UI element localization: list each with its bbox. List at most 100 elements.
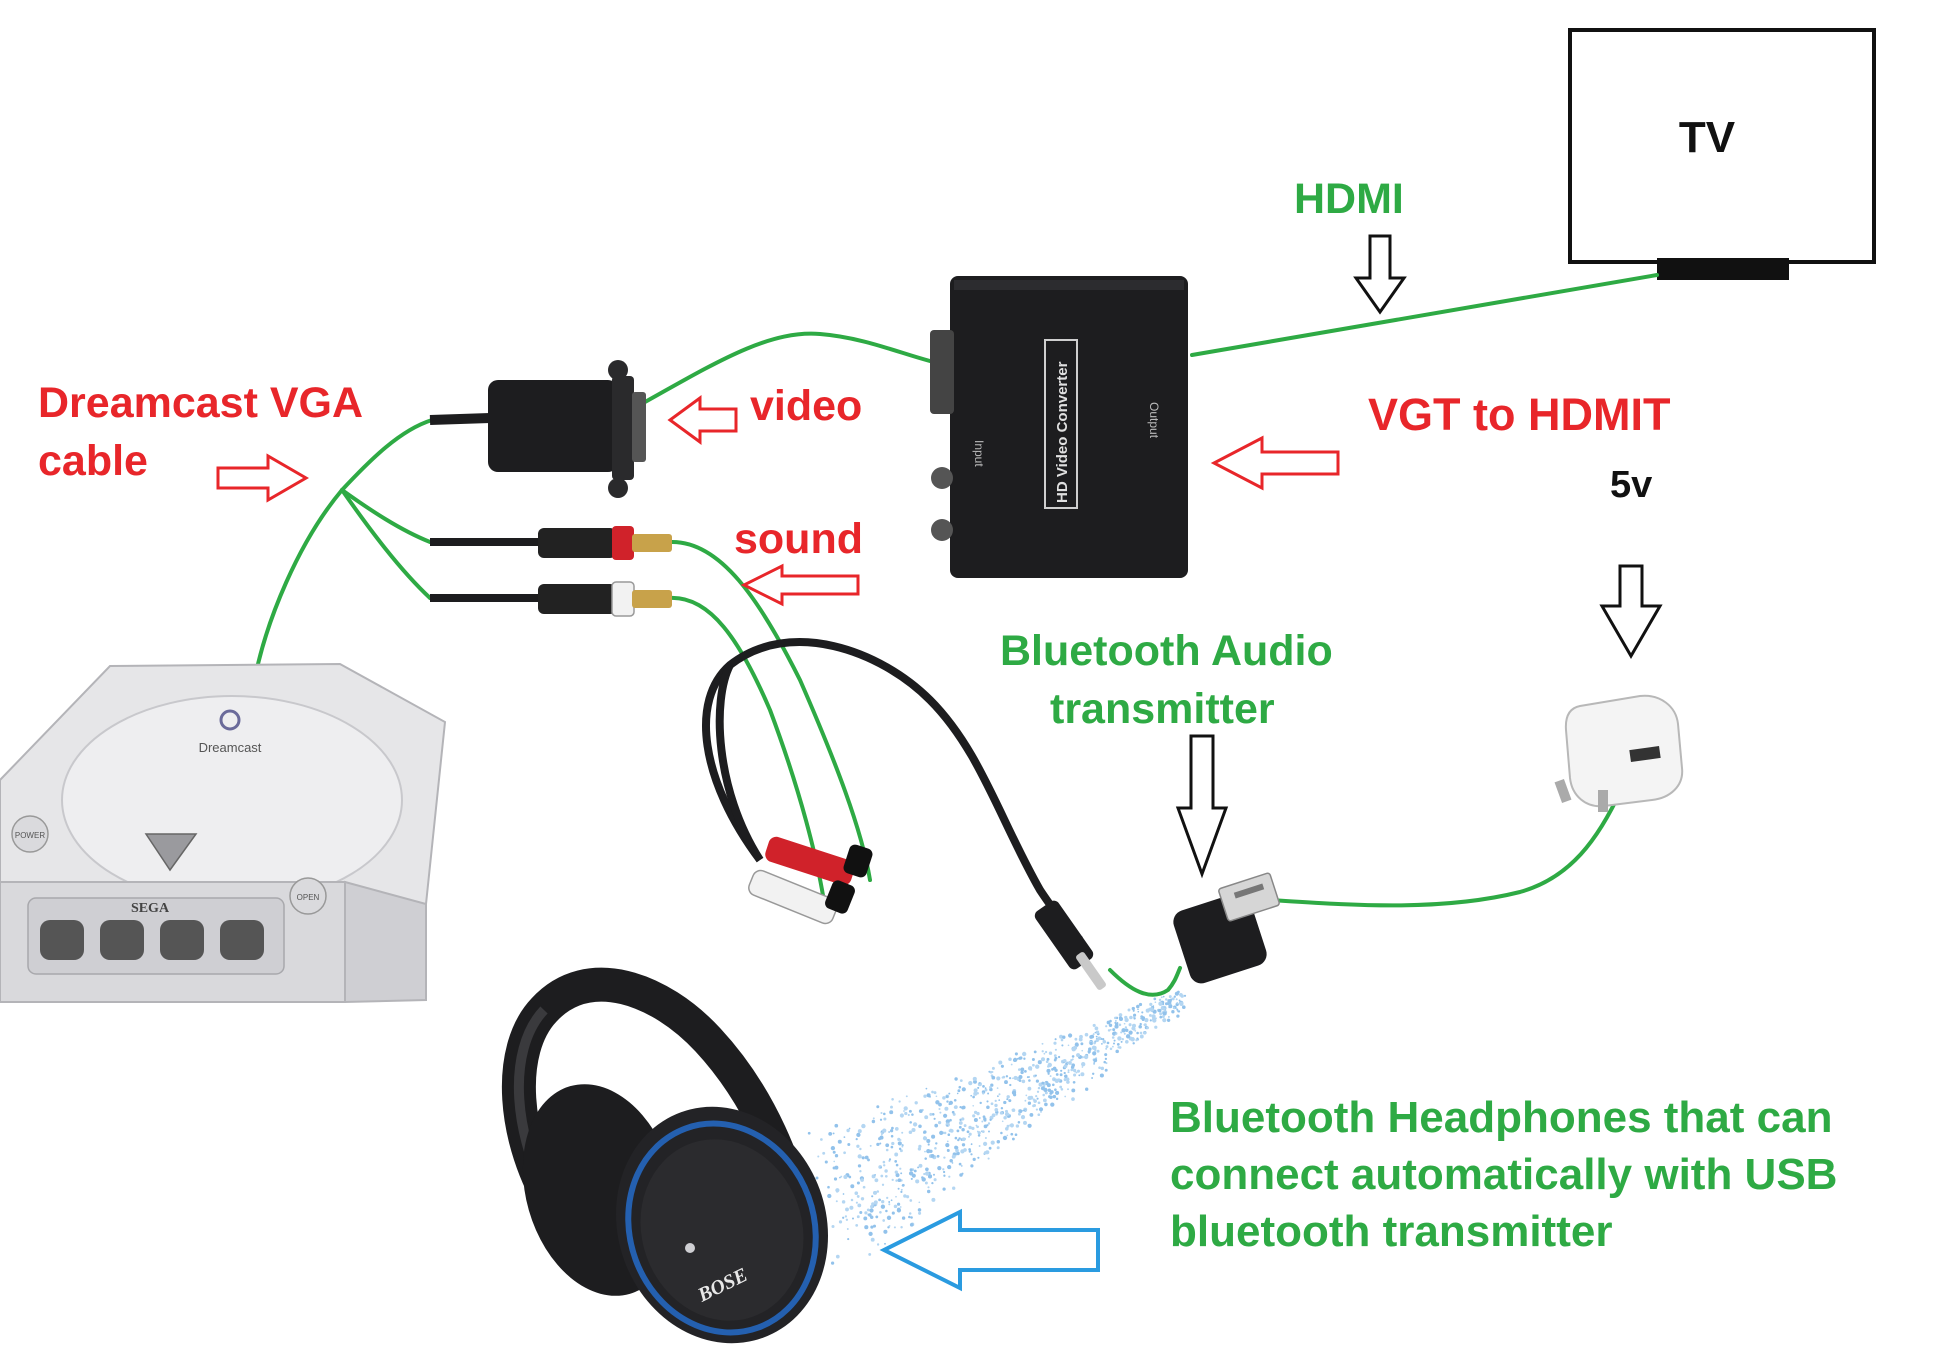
- signal-dot: [909, 1168, 913, 1172]
- splitter-red-socket: [765, 836, 855, 886]
- signal-dot: [947, 1165, 952, 1170]
- signal-dot: [929, 1174, 932, 1177]
- signal-dot: [890, 1199, 893, 1202]
- signal-dot: [1001, 1120, 1004, 1123]
- signal-dot: [1074, 1037, 1078, 1041]
- signal-dot: [855, 1201, 858, 1204]
- signal-dot: [894, 1170, 898, 1174]
- signal-dot: [987, 1092, 990, 1095]
- signal-dot: [893, 1226, 896, 1229]
- signal-dot: [946, 1100, 949, 1103]
- signal-dot: [926, 1189, 931, 1194]
- signal-dot: [1062, 1058, 1067, 1063]
- signal-dot: [883, 1229, 888, 1234]
- signal-dot: [1143, 1023, 1147, 1027]
- signal-dot: [1049, 1075, 1052, 1078]
- signal-dot: [930, 1153, 935, 1158]
- signal-dot: [1102, 1038, 1105, 1041]
- signal-dot: [1009, 1123, 1015, 1128]
- signal-dot: [1033, 1099, 1037, 1103]
- signal-dot: [994, 1099, 997, 1103]
- signal-dot: [1044, 1050, 1048, 1054]
- signal-dot: [1138, 1024, 1142, 1029]
- vga-thumbscrew-bottom: [608, 478, 628, 498]
- signal-dot: [1182, 1005, 1186, 1009]
- signal-dot: [1148, 1013, 1152, 1017]
- signal-dot: [910, 1216, 913, 1219]
- signal-dot: [872, 1224, 877, 1228]
- signal-dot: [830, 1145, 836, 1151]
- signal-dot: [1133, 1013, 1137, 1017]
- signal-dot: [901, 1131, 904, 1134]
- vga-cable-label-line2: cable: [38, 437, 148, 485]
- headphones-label-line2: connect automatically with USB: [1170, 1150, 1838, 1199]
- signal-dot: [895, 1173, 900, 1178]
- signal-dot: [931, 1181, 934, 1185]
- converter-input-text: Input: [972, 440, 986, 467]
- signal-dot: [918, 1163, 923, 1168]
- signal-dot: [917, 1166, 920, 1169]
- signal-dot: [1132, 1009, 1135, 1012]
- signal-dot: [1132, 1042, 1135, 1045]
- signal-dot: [929, 1112, 933, 1116]
- signal-dot: [990, 1102, 994, 1106]
- signal-dot: [948, 1092, 951, 1095]
- signal-dot: [931, 1112, 935, 1116]
- signal-dot: [883, 1112, 886, 1116]
- signal-dot: [926, 1138, 931, 1144]
- signal-dot: [1080, 1072, 1085, 1077]
- signal-dot: [972, 1104, 975, 1107]
- signal-dot: [973, 1091, 978, 1096]
- signal-dot: [1128, 1030, 1133, 1035]
- signal-dot: [1092, 1023, 1096, 1027]
- signal-dot: [917, 1208, 922, 1212]
- signal-dot: [994, 1108, 999, 1112]
- rca-white-branch-wire: [340, 488, 432, 600]
- signal-dot: [942, 1096, 946, 1100]
- signal-dot: [1046, 1083, 1051, 1088]
- signal-dot: [1011, 1108, 1016, 1112]
- signal-dot: [896, 1208, 902, 1213]
- signal-dot: [1141, 1011, 1144, 1014]
- signal-dot: [871, 1195, 874, 1198]
- signal-dot: [876, 1243, 880, 1246]
- converter-label-plate: [1044, 339, 1078, 509]
- signal-dot: [1175, 998, 1178, 1001]
- signal-dot: [984, 1087, 987, 1089]
- signal-dot: [864, 1225, 869, 1230]
- signal-dot: [1132, 1016, 1135, 1018]
- signal-dot: [1059, 1073, 1063, 1077]
- signal-dot: [978, 1145, 981, 1147]
- vga-plug-body: [488, 380, 618, 472]
- rca-cable-red: [430, 526, 672, 560]
- console-logo-text: Dreamcast: [199, 740, 262, 755]
- signal-dot: [1089, 1041, 1093, 1046]
- signal-dot: [931, 1090, 934, 1094]
- signal-dot: [972, 1095, 975, 1099]
- signal-dot: [1014, 1133, 1018, 1137]
- signal-dot: [1049, 1095, 1053, 1100]
- splitter-cable-branch: [715, 663, 764, 863]
- signal-dot: [861, 1156, 865, 1160]
- signal-dot: [1162, 1018, 1167, 1023]
- signal-dot: [1027, 1086, 1032, 1091]
- signal-dot: [822, 1151, 826, 1155]
- signal-dot: [956, 1129, 960, 1133]
- signal-dot: [913, 1169, 917, 1173]
- rca-red-band: [612, 526, 634, 560]
- signal-dot: [954, 1105, 958, 1109]
- power-label: 5v: [1610, 464, 1653, 506]
- rca-red-plug-body: [538, 528, 616, 558]
- signal-dot: [1118, 1023, 1122, 1027]
- dreamcast-console: Dreamcast SEGA POWER OPEN: [0, 662, 447, 1004]
- signal-dot: [848, 1127, 851, 1130]
- signal-dot: [1076, 1053, 1081, 1058]
- signal-dot: [1000, 1106, 1004, 1110]
- signal-dot: [890, 1134, 894, 1138]
- signal-dot: [1131, 1006, 1135, 1011]
- signal-dot: [862, 1185, 866, 1189]
- signal-dot: [1018, 1112, 1021, 1116]
- signal-dot: [1018, 1079, 1022, 1082]
- signal-dot: [990, 1140, 995, 1145]
- signal-dot: [1113, 1039, 1116, 1042]
